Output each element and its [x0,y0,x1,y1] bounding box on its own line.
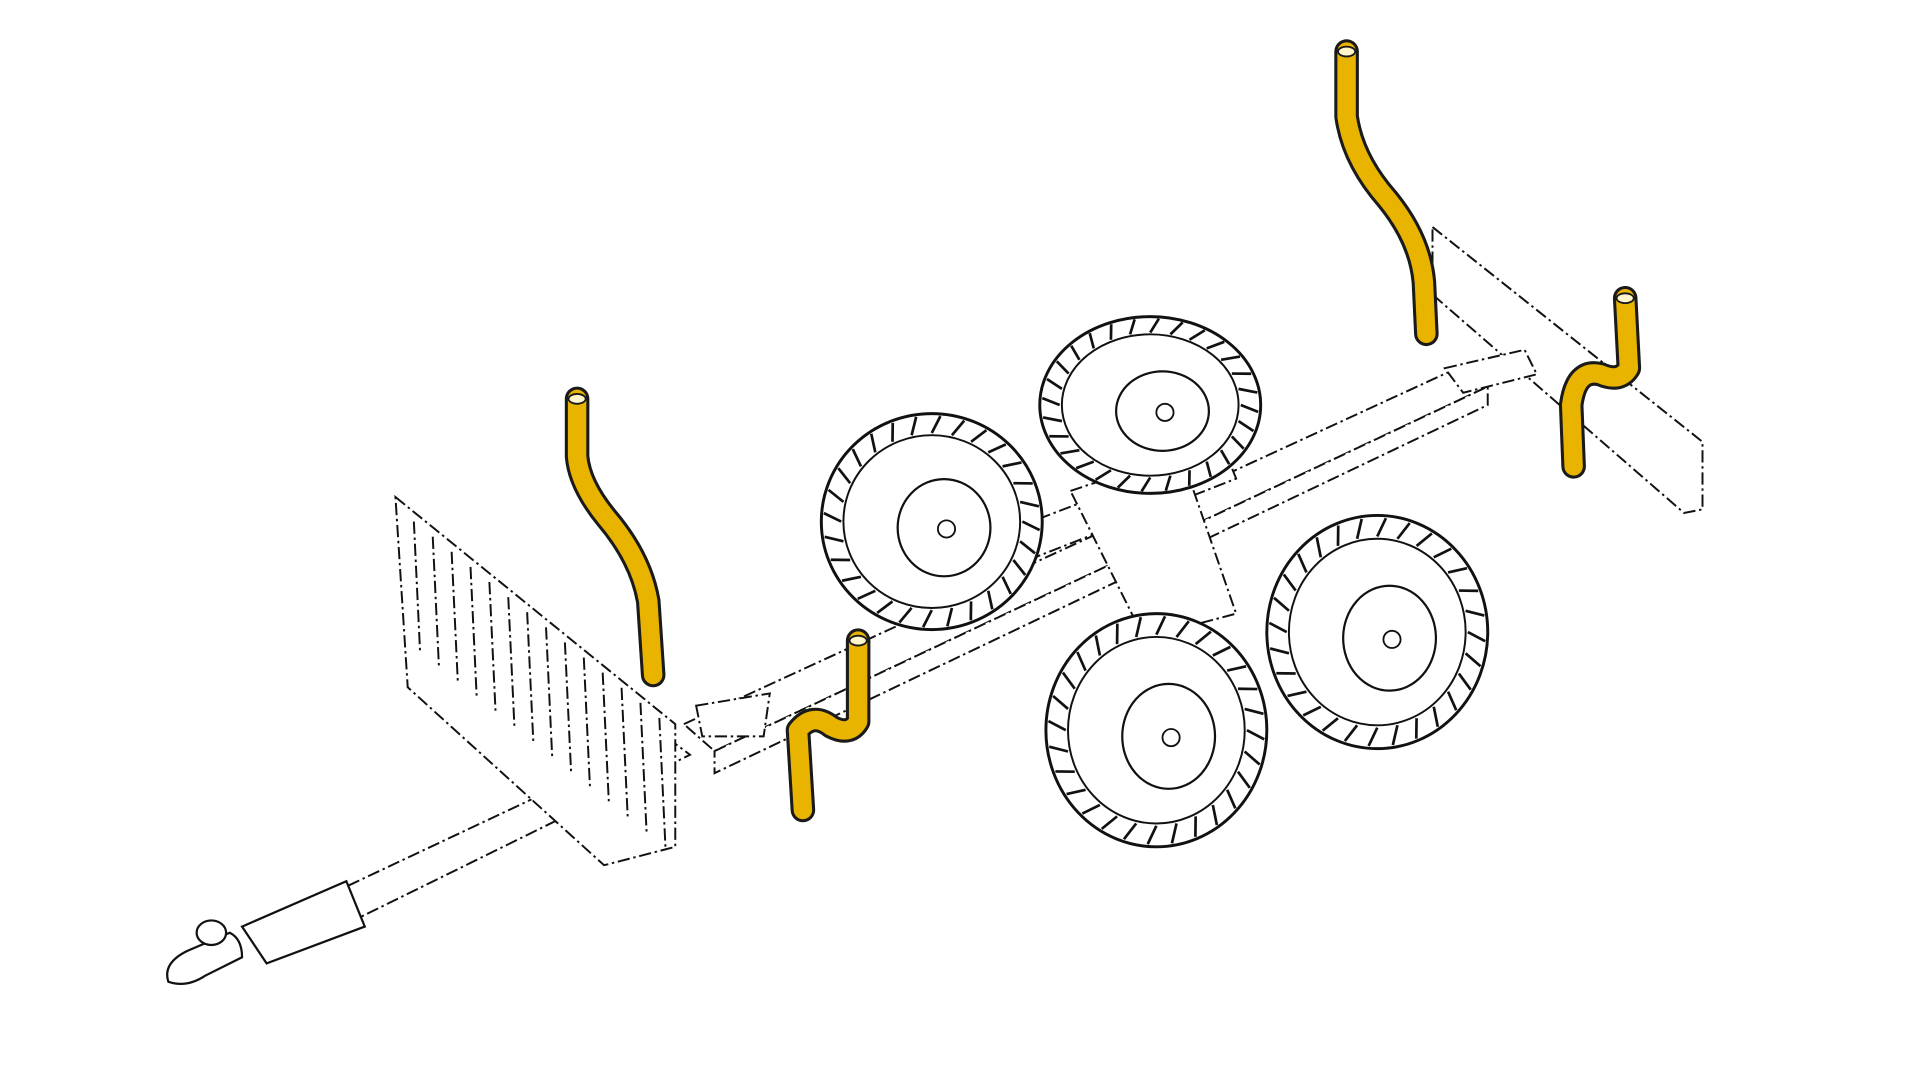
wheel-hub [1161,728,1181,748]
wheel-hub [936,519,957,539]
wheel [1038,315,1263,495]
main-beam [682,367,1490,775]
log-stake [564,386,666,688]
log-stake [1558,285,1642,479]
hitch-coupling [166,919,244,985]
wheel [819,412,1044,632]
log-stake [785,628,871,823]
wheel-hub [1382,629,1402,649]
front-bulkhead [394,494,677,867]
rear-plate [1443,348,1539,394]
coupler-sleeve [240,879,367,965]
wheel [1044,612,1269,849]
wheel [1265,513,1490,751]
log-stake [1334,39,1439,347]
rear-bunk [1431,225,1704,515]
front-plate [694,692,771,738]
wheel-hub [1155,402,1175,422]
